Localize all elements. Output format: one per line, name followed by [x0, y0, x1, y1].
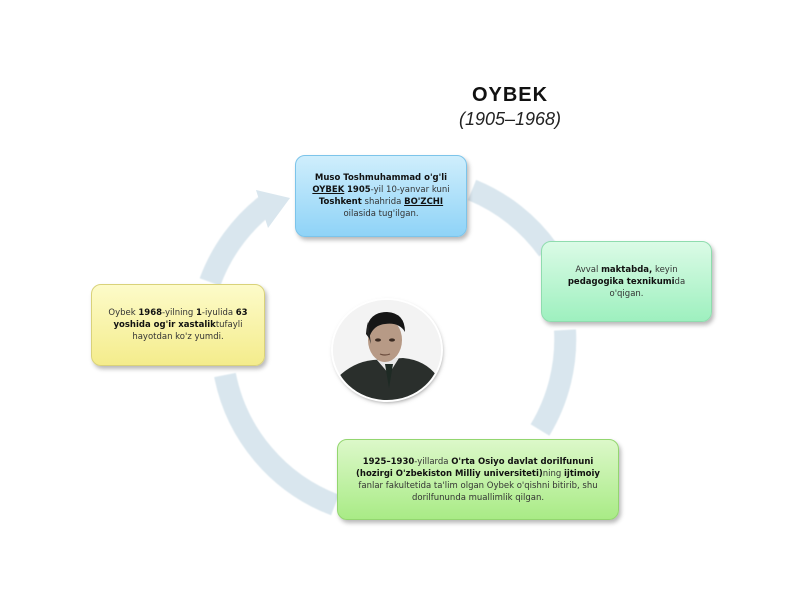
box-death-rest: tufayli hayotdan ko'z yumdi. [132, 320, 243, 342]
ring-arrowhead [256, 190, 290, 228]
box-school-keyin: keyin [654, 264, 678, 275]
box-death: Oybek 1968-yilning 1-iyulida 63 yoshida … [91, 284, 265, 366]
ring-arc-left-top [199, 196, 273, 287]
box-birth: Muso Toshmuhammad o'g'li OYBEK 1905-yil … [295, 155, 467, 237]
box-univ-yillarda: -yillarda [414, 456, 449, 467]
box-birth-name: Muso Toshmuhammad o'g'li [314, 173, 448, 183]
title-block: OYBEK (1905–1968) [420, 84, 600, 130]
box-death-iyulida: -iyulida [201, 308, 234, 318]
box-school-oqigan: da o'qigan. [609, 276, 686, 299]
box-birth-year: 1905 [347, 185, 371, 195]
box-birth-city: Toshkent [318, 197, 362, 207]
box-univ-years: 1925–1930 [362, 456, 415, 467]
box-univ-ijtimoiy: ijtimoiy [564, 468, 600, 479]
box-school-avval: Avval [575, 264, 599, 275]
box-univ-name: O'rta Osiyo davlat dorilfununi (hozirgi … [356, 456, 594, 479]
box-university: 1925–1930-yillarda O'rta Osiyo davlat do… [337, 439, 619, 520]
box-death-oybek: Oybek [108, 308, 136, 318]
box-birth-date: -yil 10-yanvar kuni [370, 185, 450, 195]
ring-arc-right-bottom [530, 329, 577, 436]
oybek-portrait [333, 300, 441, 400]
box-school-maktabda: maktabda, [601, 264, 653, 275]
box-death-yilning: -yilning [162, 308, 194, 318]
box-birth-shahrida: shahrida [364, 197, 402, 207]
diagram-years: (1905–1968) [458, 109, 562, 129]
box-birth-oybek: OYBEK [312, 185, 345, 195]
box-birth-oilasida: oilasida tug'ilgan. [343, 209, 419, 219]
box-birth-family: BO'ZCHI [404, 197, 444, 207]
box-school-texnikum: pedagogika texnikumi [567, 276, 675, 287]
box-death-year: 1968 [138, 308, 163, 318]
ring-arc-top-right [467, 179, 557, 257]
box-univ-rest: fanlar fakultetida ta'lim olgan Oybek o'… [358, 480, 598, 503]
diagram-title: OYBEK [471, 84, 549, 106]
box-education-school: Avval maktabda, keyin pedagogika texniku… [541, 241, 712, 322]
box-univ-ning: ning [542, 468, 562, 479]
box-death-cause: 63 yoshida og'ir xastalik [113, 308, 248, 330]
box-death-day: 1 [195, 308, 202, 318]
ring-arc-bottom-left [214, 372, 340, 516]
